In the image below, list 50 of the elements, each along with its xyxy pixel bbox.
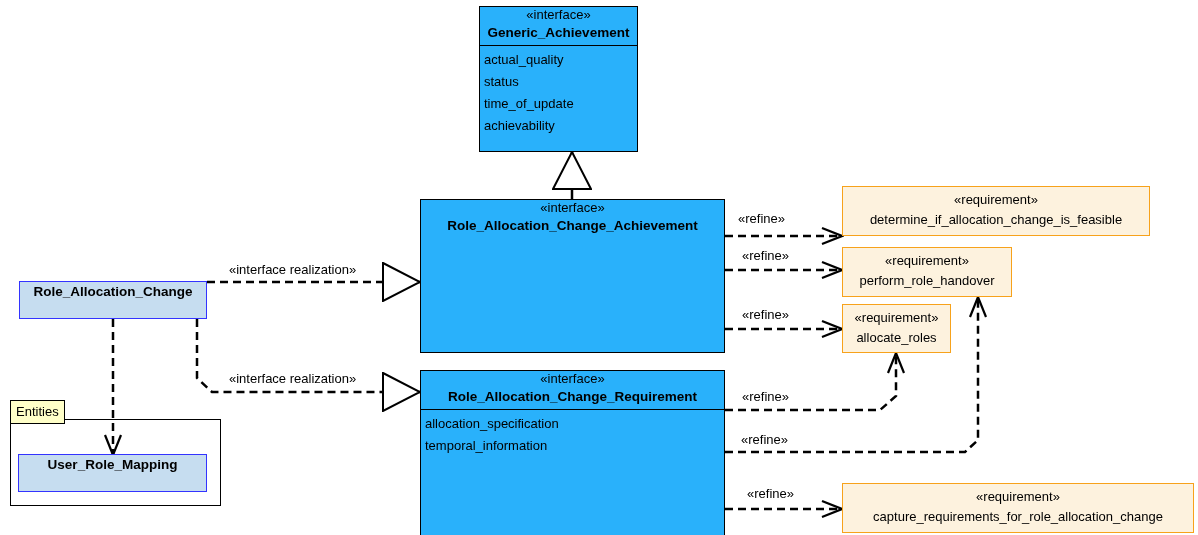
dashed-arrow [195,319,421,412]
dashed-arrow [725,319,844,339]
stereotype-label: «requirement» [884,252,970,270]
dashed-arrow [725,226,844,246]
stereotype-label: «requirement» [975,488,1061,506]
requirement-box [842,247,1012,297]
stereotype-label: «requirement» [853,309,940,327]
edge-label: «interface realization» [228,371,358,386]
package [10,400,221,506]
package-name-tab: Entities [10,400,65,424]
dashed-arrow [725,351,906,412]
edge-label: «refine» [741,389,790,404]
class-name: Role_Allocation_Change_Requirement [446,388,699,406]
edge-label: «refine» [741,248,790,263]
class-name: Generic_Achievement [486,24,631,42]
attribute-text: achievability [484,117,555,135]
attribute-text: status [484,73,519,91]
interface-class-box [479,6,638,152]
arrow [552,151,592,199]
attribute-text: temporal_information [425,437,548,455]
class-name: User_Role_Mapping [46,456,179,474]
attribute-text: actual_quality [484,51,564,69]
class-name: Role_Allocation_Change_Achievement [446,217,699,235]
requirement-name: perform_role_handover [858,272,996,290]
dashed-arrow [207,262,421,302]
dashed-arrow [725,260,844,280]
stereotype-label: «interface» [525,7,592,23]
requirement-box [842,483,1194,533]
requirement-name: determine_if_allocation_change_is_feasible [868,211,1124,229]
dashed-arrow [725,295,988,454]
requirement-box [842,304,951,353]
dashed-arrow [725,499,844,519]
stereotype-label: «interface» [539,200,606,216]
edge-label: «refine» [740,432,789,447]
edge-label: «refine» [746,486,795,501]
attribute-text: allocation_specification [425,415,559,433]
class-name: Role_Allocation_Change [32,283,194,301]
stereotype-label: «interface» [539,371,606,387]
stereotype-label: «requirement» [953,191,1039,209]
edge-label: «interface realization» [228,262,358,277]
requirement-name: capture_requirements_for_role_allocation_change [872,508,1164,526]
interface-class-box [420,370,725,535]
interface-class-box [420,199,725,353]
class-box [19,281,207,319]
edge-label: «refine» [741,307,790,322]
requirement-box [842,186,1150,236]
attribute-text: time_of_update [484,95,574,113]
requirement-name: allocate_roles [855,329,938,347]
class-box [18,454,207,492]
edge-label: «refine» [737,211,786,226]
